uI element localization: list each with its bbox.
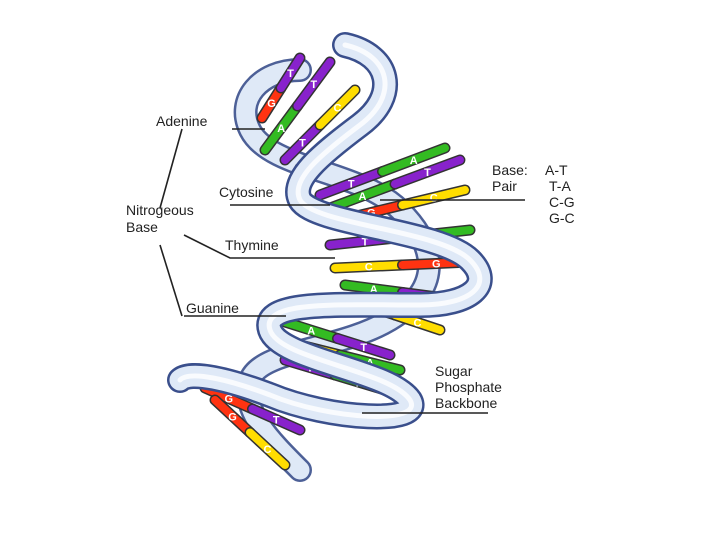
rung-16-guanine — [211, 396, 254, 437]
rung-3-cytosine — [316, 86, 359, 129]
bracket-nitrogeous-lower — [159, 244, 183, 317]
rung-3-letter-2: C — [334, 103, 342, 115]
rung-16-letter-1: G — [228, 411, 237, 423]
label-cytosine: Cytosine — [219, 184, 274, 200]
rung-2-thymine — [293, 58, 334, 110]
label-nitrogeous-2: Base — [126, 219, 158, 235]
rung-2-letter-2: T — [310, 79, 317, 91]
rung-6-letter-1: A — [359, 191, 367, 203]
bracket-nitrogeous-upper — [159, 128, 183, 209]
rung-3-thymine — [281, 121, 324, 164]
label-nitrogeous-1: Nitrogeous — [126, 202, 194, 218]
rung-6-thymine — [391, 156, 464, 188]
rung-3-letter-1: T — [299, 138, 306, 150]
rung-1-letter-1: G — [267, 98, 276, 110]
rung-16-letter-2: C — [264, 444, 272, 456]
label-base-pair-base: Base: — [492, 162, 528, 178]
rung-16-cytosine — [246, 428, 289, 469]
label-guanine: Guanine — [186, 300, 239, 316]
rung-9-letter-1: C — [365, 262, 373, 274]
pair-3: C-G — [549, 194, 575, 210]
rung-12-adenine — [281, 318, 342, 343]
rung-15-letter-2: T — [273, 415, 280, 427]
rung-5-letter-1: T — [348, 178, 355, 190]
label-sugar-2: Phosphate — [435, 379, 502, 395]
rung-2-adenine — [261, 102, 302, 154]
label-sugar-1: Sugar — [435, 363, 473, 379]
label-thymine: Thymine — [225, 237, 279, 253]
label-base-pair-pair: Pair — [492, 178, 517, 194]
rung-5-adenine — [378, 144, 449, 176]
rung-12-letter-2: T — [360, 342, 367, 354]
rung-5-letter-2: A — [410, 155, 418, 167]
rung-2-letter-1: A — [277, 123, 285, 135]
rung-12-thymine — [333, 334, 394, 359]
sugar-phosphate-backbone-front — [167, 32, 493, 430]
label-sugar-3: Backbone — [435, 395, 497, 411]
rung-6-adenine — [326, 180, 399, 212]
rung-1-guanine — [258, 84, 285, 122]
pair-4: G-C — [549, 210, 575, 226]
leader-thymine — [183, 234, 335, 259]
rung-6-letter-2: T — [424, 167, 431, 179]
pair-2: T-A — [549, 178, 571, 194]
rung-9-letter-2: G — [432, 259, 441, 271]
rung-5-thymine — [316, 167, 387, 199]
rung-12-letter-1: A — [307, 325, 315, 337]
rung-11-letter-2: C — [414, 318, 422, 330]
leader-lines — [159, 128, 525, 414]
rung-15-guanine — [201, 384, 257, 413]
rung-7-cytosine — [398, 186, 469, 209]
rung-1-letter-2: T — [287, 68, 294, 80]
rung-10-letter-1: A — [370, 284, 378, 296]
rung-15-thymine — [248, 405, 304, 434]
labels: Adenine Cytosine Nitrogeous Base Thymine… — [126, 113, 575, 411]
rung-9-cytosine — [331, 261, 407, 272]
pair-1: A-T — [545, 162, 568, 178]
rung-15-letter-1: G — [224, 394, 233, 406]
backbone-highlight — [177, 42, 483, 419]
rung-10-adenine — [341, 281, 407, 297]
rung-8-letter-1: T — [362, 236, 369, 248]
rung-7-letter-2: C — [430, 193, 438, 205]
label-adenine: Adenine — [156, 113, 208, 129]
rung-1-thymine — [277, 54, 304, 92]
